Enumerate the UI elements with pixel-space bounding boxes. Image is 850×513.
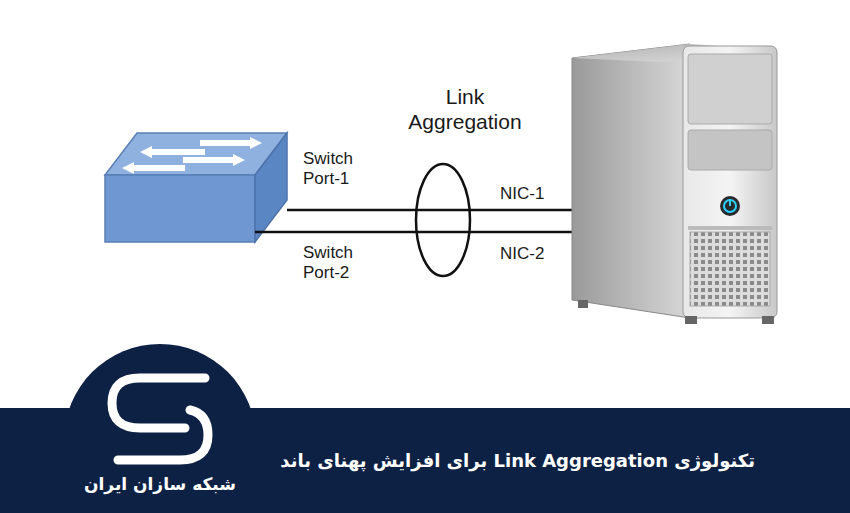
port-label: Switch Port-2 — [303, 243, 383, 284]
network-switch — [105, 133, 287, 242]
link-cable — [255, 231, 572, 234]
logo-mark — [112, 378, 208, 460]
nic-label: NIC-1 — [500, 184, 544, 204]
nic-label: NIC-2 — [500, 244, 544, 264]
link-cable — [287, 209, 572, 212]
logo-circle — [64, 344, 256, 513]
server-tower — [572, 44, 778, 324]
page-title: تکنولوژی Link Aggregation برای افزایش په… — [280, 450, 755, 472]
port-label: Switch Port-1 — [303, 149, 383, 190]
aggregation-label: Link Aggregation — [395, 84, 535, 134]
aggregation-ellipse — [416, 164, 470, 276]
logo-text: شبکه سازان ایران — [70, 474, 250, 494]
